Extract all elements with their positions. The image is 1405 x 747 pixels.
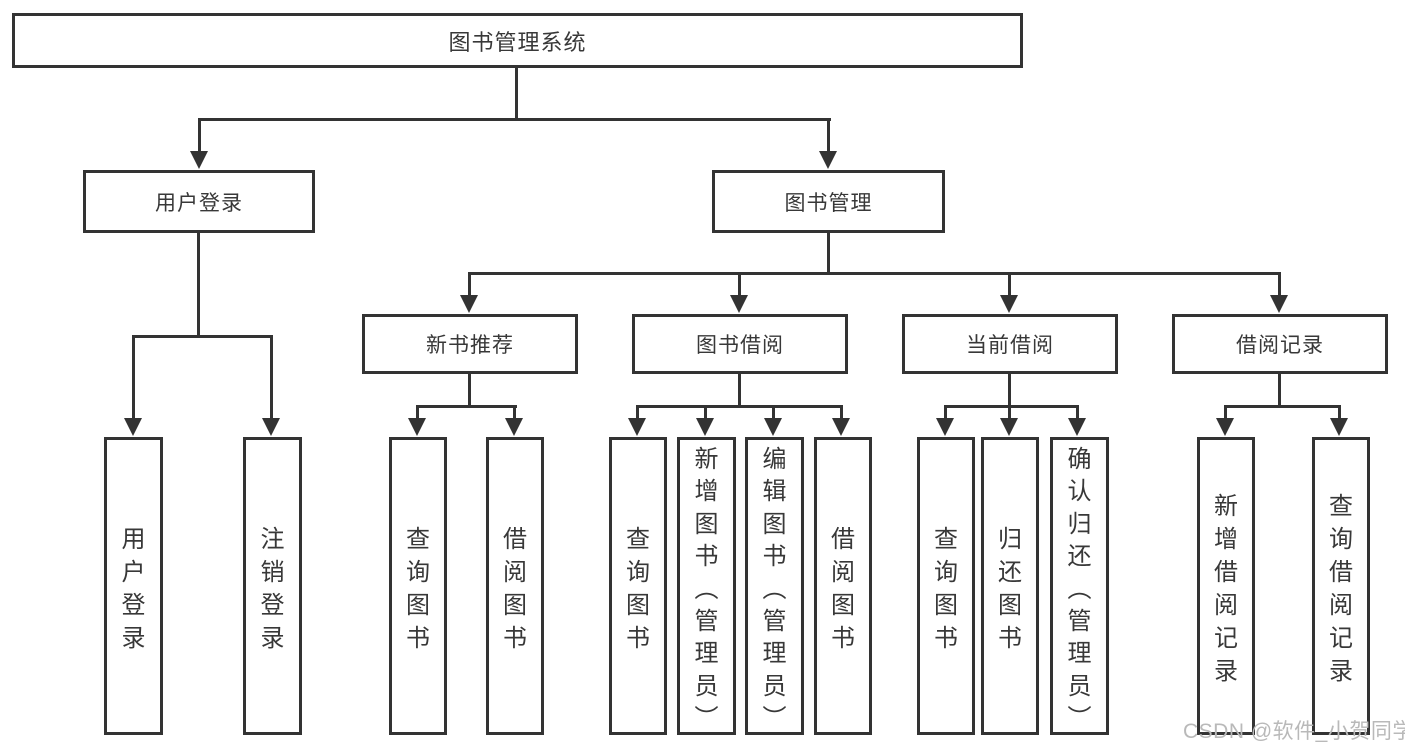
arrow-down-icon (408, 418, 426, 436)
connector-line (772, 405, 775, 419)
arrow-down-icon (936, 418, 954, 436)
connector-line (468, 272, 471, 298)
leaf-user-login: 用户登录 (104, 437, 163, 735)
arrow-down-icon (190, 151, 208, 169)
connector-line (1338, 405, 1341, 419)
leaf-borrow-books: 借阅图书 (486, 437, 544, 735)
connector-line (1008, 272, 1011, 298)
connector-line (1278, 272, 1281, 298)
connector-line (827, 118, 830, 154)
leaf-edit-books-admin: 编辑图书︵管理员︶ (745, 437, 804, 735)
arrow-down-icon (832, 418, 850, 436)
node-new-book-recommendation: 新书推荐 (362, 314, 578, 374)
arrow-down-icon (1000, 418, 1018, 436)
connector-line (944, 405, 1079, 408)
connector-line (704, 405, 707, 419)
connector-line (468, 272, 1281, 275)
connector-line (636, 405, 639, 419)
connector-line (1076, 405, 1079, 419)
arrow-down-icon (764, 418, 782, 436)
node-user-login-group: 用户登录 (83, 170, 315, 233)
arrow-down-icon (819, 151, 837, 169)
arrow-down-icon (1000, 295, 1018, 313)
arrow-down-icon (1270, 295, 1288, 313)
arrow-down-icon (730, 295, 748, 313)
connector-line (1278, 374, 1281, 408)
leaf-return-books: 归还图书 (981, 437, 1039, 735)
connector-line (416, 405, 517, 408)
arrow-down-icon (1216, 418, 1234, 436)
connector-line (198, 118, 201, 154)
leaf-borrow-books: 借阅图书 (814, 437, 872, 735)
connector-line (416, 405, 419, 419)
connector-line (1224, 405, 1227, 419)
arrow-down-icon (1330, 418, 1348, 436)
leaf-query-borrow-record: 查询借阅记录 (1312, 437, 1370, 735)
connector-line (198, 118, 831, 121)
arrow-down-icon (262, 418, 280, 436)
csdn-watermark: CSDN @软件_小贺同学 (1183, 720, 1405, 743)
arrow-down-icon (460, 295, 478, 313)
connector-line (197, 233, 200, 335)
connector-line (636, 405, 843, 408)
leaf-add-books-admin: 新增图书︵管理员︶ (677, 437, 736, 735)
connector-line (738, 272, 741, 298)
connector-line (513, 405, 516, 419)
node-library-management-system: 图书管理系统 (12, 13, 1023, 68)
connector-line (827, 233, 830, 272)
connector-line (840, 405, 843, 419)
connector-line (738, 374, 741, 408)
connector-line (1008, 374, 1011, 408)
connector-line (132, 335, 273, 338)
leaf-query-books: 查询图书 (917, 437, 975, 735)
arrow-down-icon (505, 418, 523, 436)
node-borrowing-records: 借阅记录 (1172, 314, 1388, 374)
leaf-add-borrow-record: 新增借阅记录 (1197, 437, 1255, 735)
connector-line (270, 335, 273, 419)
leaf-logout: 注销登录 (243, 437, 302, 735)
arrow-down-icon (628, 418, 646, 436)
leaf-query-books: 查询图书 (389, 437, 447, 735)
node-current-borrowing: 当前借阅 (902, 314, 1118, 374)
connector-line (1224, 405, 1341, 408)
arrow-down-icon (1068, 418, 1086, 436)
node-book-management-group: 图书管理 (712, 170, 945, 233)
connector-line (132, 335, 135, 419)
leaf-query-books: 查询图书 (609, 437, 667, 735)
connector-line (944, 405, 947, 419)
node-book-borrowing: 图书借阅 (632, 314, 848, 374)
arrow-down-icon (124, 418, 142, 436)
connector-line (515, 68, 518, 118)
arrow-down-icon (696, 418, 714, 436)
leaf-confirm-return-admin: 确认归还︵管理员︶ (1050, 437, 1109, 735)
connector-line (468, 374, 471, 408)
connector-line (1008, 405, 1011, 419)
